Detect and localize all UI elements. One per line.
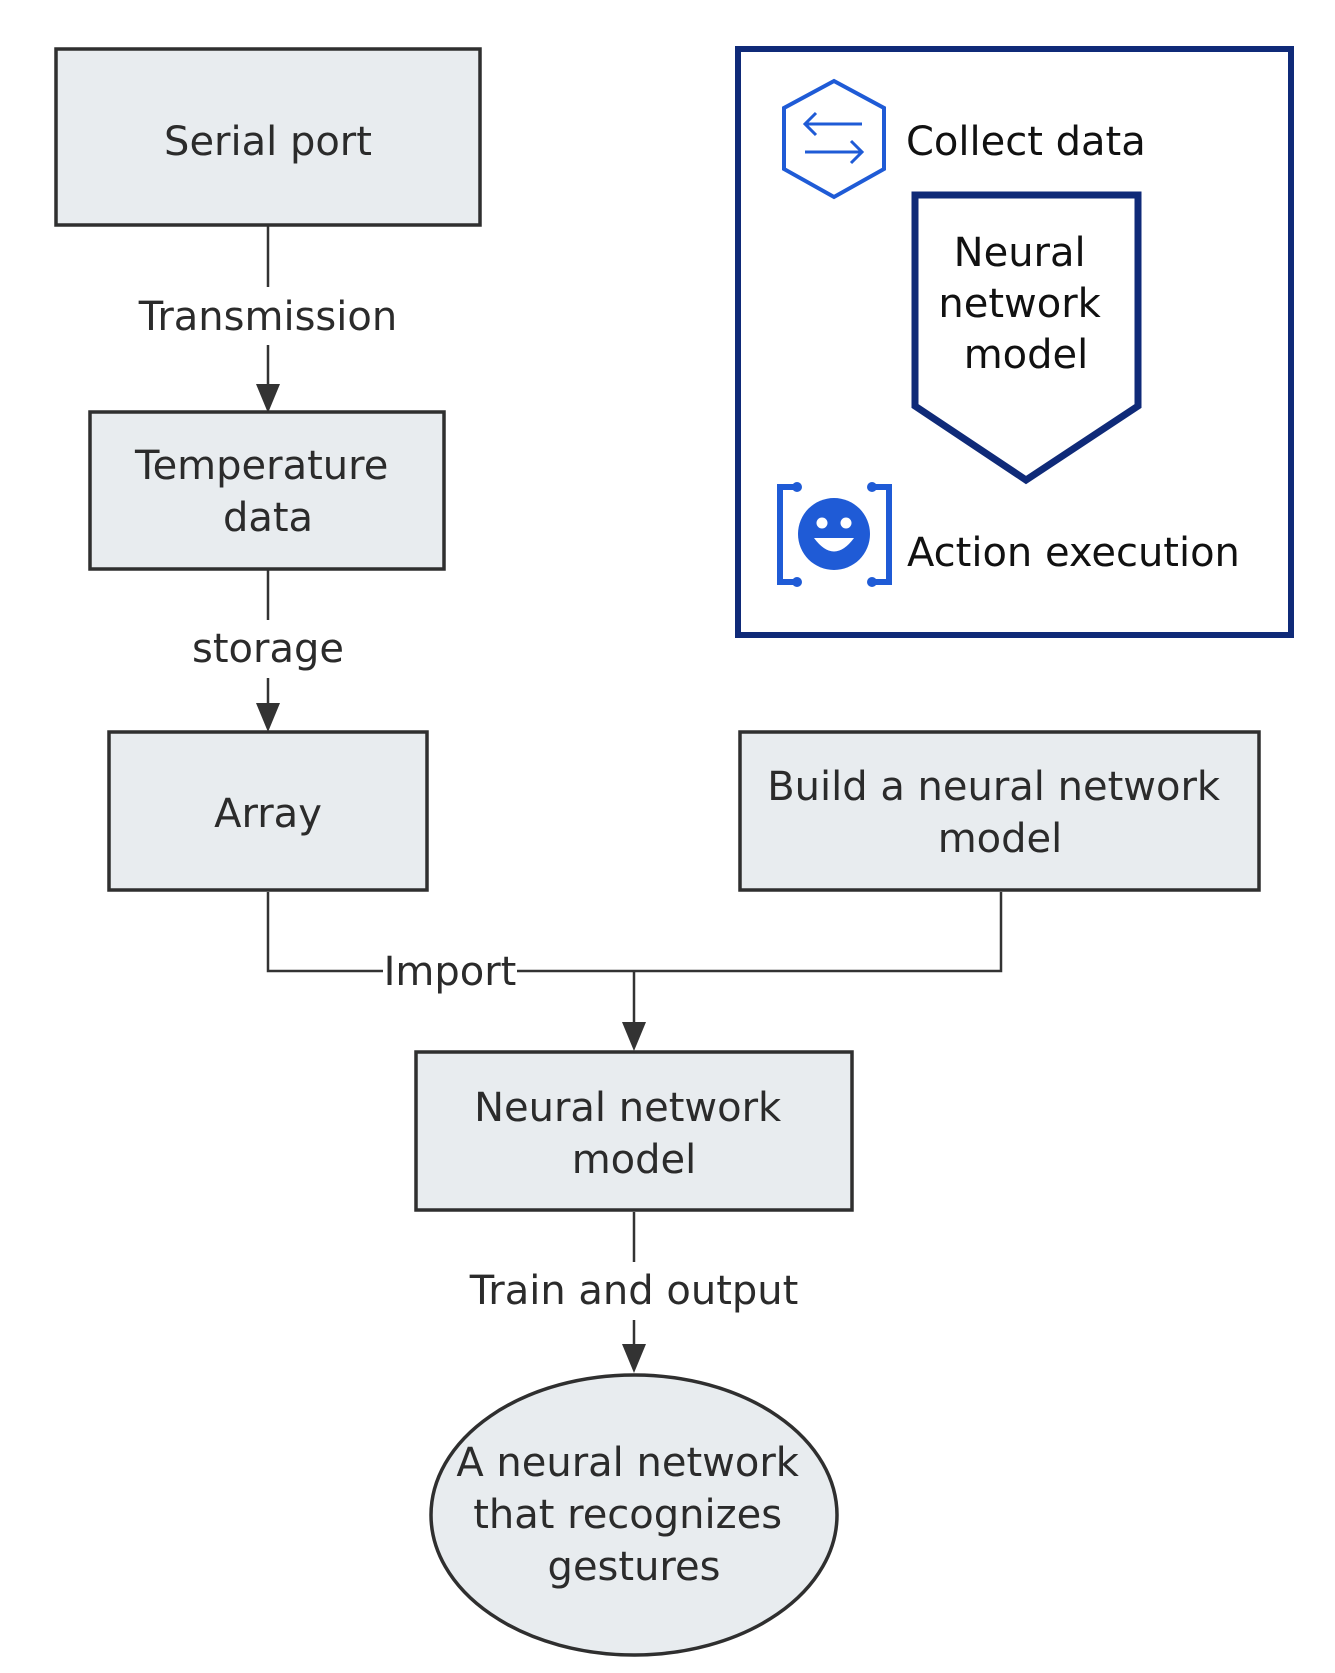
node-temperature-data-label: Temperature data xyxy=(134,443,401,541)
edge-import-label-bg xyxy=(383,944,517,996)
edge-storage-label: storage xyxy=(192,626,344,672)
edge-transmission-label-bg xyxy=(130,287,406,345)
node-neural-model: Neural network model xyxy=(414,1050,854,1212)
node-array-box xyxy=(107,730,429,892)
edge-import-line xyxy=(266,892,1003,973)
edge-transmission-label: Transmission xyxy=(138,294,397,340)
node-array: Array xyxy=(107,730,429,892)
edge-train-label: Train and output xyxy=(469,1268,799,1314)
edge-storage-label-bg xyxy=(180,620,356,678)
node-serial-port-label: Serial port xyxy=(164,119,372,165)
node-array-label: Array xyxy=(214,791,322,837)
node-build-model-label: Build a neural network model xyxy=(767,764,1233,862)
exchange-arrows-hexagon-icon xyxy=(782,78,886,200)
node-recognizer-label: A neural network that recognizes gesture… xyxy=(456,1440,811,1590)
node-neural-model-label: Neural network model xyxy=(474,1085,794,1183)
legend-action-execution-label: Action execution xyxy=(907,530,1240,576)
node-temperature-data: Temperature data xyxy=(88,410,446,571)
smiley-bracket-icon xyxy=(777,482,892,587)
edge-train-label-bg xyxy=(462,1262,806,1320)
edge-train-arrowhead xyxy=(622,1344,646,1373)
node-recognizer: A neural network that recognizes gesture… xyxy=(429,1373,839,1657)
legend-collect-data-label: Collect data xyxy=(906,119,1146,165)
node-serial-port: Serial port xyxy=(54,47,482,227)
legend: Collect data Neural network model Action… xyxy=(735,46,1294,638)
edge-storage-arrowhead xyxy=(256,703,280,732)
edge-import-label: Import xyxy=(384,949,517,995)
edge-import-arrowhead xyxy=(622,1022,646,1051)
legend-neural-model-label: Neural network model xyxy=(938,230,1113,378)
edge-transmission-arrowhead xyxy=(256,384,280,413)
legend-neural-model-shape xyxy=(911,191,1142,485)
node-serial-port-box xyxy=(54,47,482,227)
node-recognizer-ellipse xyxy=(429,1373,839,1657)
node-build-model: Build a neural network model xyxy=(738,730,1261,892)
node-neural-model-box xyxy=(414,1050,854,1212)
node-build-model-box xyxy=(738,730,1261,892)
node-temperature-data-box xyxy=(88,410,446,571)
